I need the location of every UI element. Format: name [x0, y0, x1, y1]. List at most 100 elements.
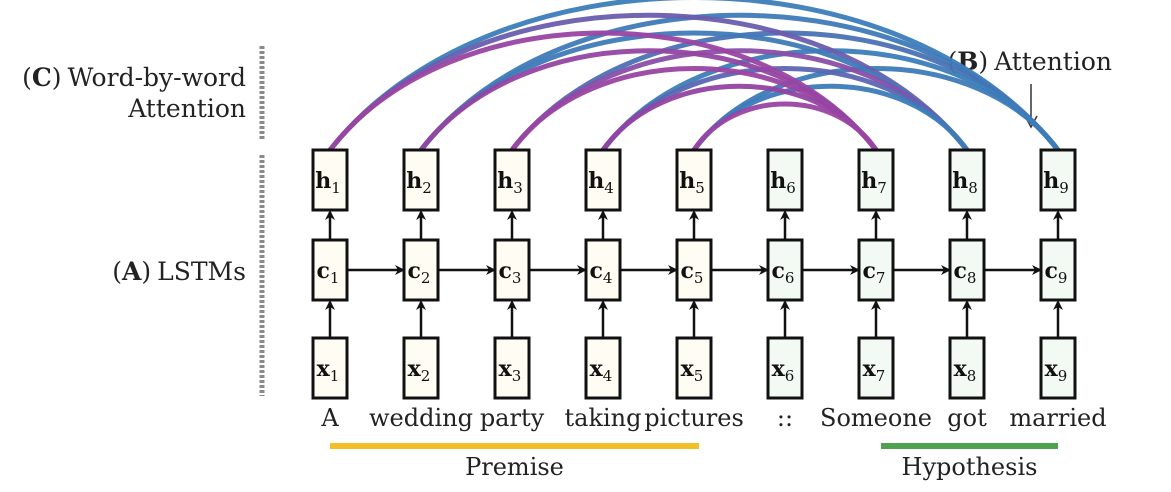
lstm-cells: h1 c1 x1 h2 c2 x2 h3 c3 x3 h4 c4 x4 h5 c5 x5 h6 c6 x6 h7 c7… [311, 148, 1077, 400]
cell-box [584, 336, 622, 400]
cell-label: c5 [681, 258, 704, 287]
cell-label: x5 [681, 356, 704, 385]
lstm-cell-h-1: h1 [311, 148, 349, 212]
cell-box [311, 148, 349, 212]
cell-box [675, 238, 713, 302]
lstm-cell-h-2: h2 [402, 148, 440, 212]
cell-box [1039, 336, 1077, 400]
word-by-word-label-line1: (C)Word-by-word [22, 63, 246, 92]
lstm-cell-x-6: x6 [766, 336, 804, 400]
cell-label: c9 [1045, 258, 1068, 287]
cell-label: h2 [406, 168, 432, 197]
cell-box [857, 238, 895, 302]
cell-label: c6 [772, 258, 795, 287]
cell-box [402, 148, 440, 212]
cell-box [311, 238, 349, 302]
lstm-cell-c-1: c1 [311, 238, 349, 302]
premise-caption: Premise [465, 453, 564, 481]
token-word: got [947, 404, 987, 432]
lstms-label: (A)LSTMs [112, 257, 246, 286]
token-word: pictures [644, 404, 744, 432]
attention-arc [691, 101, 879, 153]
lstm-cell-c-7: c7 [857, 238, 895, 302]
cell-box [766, 148, 804, 212]
cell-label: c1 [317, 258, 340, 287]
token-word: married [1009, 404, 1106, 432]
cell-label: x6 [772, 356, 795, 385]
lstm-cell-h-4: h4 [584, 148, 622, 212]
cell-label: c7 [863, 258, 886, 287]
cell-box [493, 148, 531, 212]
cell-label: x9 [1045, 356, 1068, 385]
lstm-cell-x-1: x1 [311, 336, 349, 400]
lstm-cell-x-5: x5 [675, 336, 713, 400]
cell-label: x7 [863, 356, 886, 385]
cell-label: h8 [952, 168, 978, 197]
cell-label: x1 [317, 356, 340, 385]
lstm-cell-h-6: h6 [766, 148, 804, 212]
cell-label: c2 [408, 258, 431, 287]
attention-arc [691, 83, 970, 153]
cell-box [584, 148, 622, 212]
cell-box [948, 336, 986, 400]
attention-arcs [327, 0, 1061, 153]
cell-box [1039, 238, 1077, 302]
cell-label: c8 [954, 258, 977, 287]
cell-label: x3 [499, 356, 522, 385]
cell-label: c3 [499, 258, 522, 287]
cell-box [311, 336, 349, 400]
attention-label: (B)Attention [948, 47, 1112, 76]
cell-box [948, 148, 986, 212]
lstm-cell-h-7: h7 [857, 148, 895, 212]
attention-arc [600, 83, 879, 153]
cell-label: h5 [679, 168, 705, 197]
lstm-cell-c-6: c6 [766, 238, 804, 302]
cell-box [766, 336, 804, 400]
lstm-cell-x-4: x4 [584, 336, 622, 400]
lstm-cell-x-2: x2 [402, 336, 440, 400]
token-word: wedding [369, 404, 473, 432]
lstm-cell-c-9: c9 [1039, 238, 1077, 302]
cell-box [675, 148, 713, 212]
cell-label: h4 [588, 168, 614, 197]
cell-box [402, 238, 440, 302]
word-by-word-label-line2: Attention [127, 94, 246, 123]
lstm-cell-h-5: h5 [675, 148, 713, 212]
token-word: A [320, 404, 339, 432]
hypothesis-caption: Hypothesis [902, 453, 1038, 481]
lstm-cell-c-2: c2 [402, 238, 440, 302]
lstm-cell-h-9: h9 [1039, 148, 1077, 212]
cell-box [948, 238, 986, 302]
cell-label: h7 [861, 168, 887, 197]
token-word: taking [565, 404, 642, 432]
token-word: party [480, 404, 545, 432]
lstm-cell-c-3: c3 [493, 238, 531, 302]
token-word: :: [777, 404, 793, 432]
cell-label: h6 [770, 168, 796, 197]
cell-box [857, 148, 895, 212]
cell-box [857, 336, 895, 400]
lstm-cell-h-3: h3 [493, 148, 531, 212]
lstm-cell-c-8: c8 [948, 238, 986, 302]
cell-label: h1 [315, 168, 341, 197]
lstm-cell-h-8: h8 [948, 148, 986, 212]
lstm-connections [325, 210, 1063, 338]
cell-box [402, 336, 440, 400]
lstm-cell-x-9: x9 [1039, 336, 1077, 400]
lstm-cell-x-8: x8 [948, 336, 986, 400]
lstm-cell-x-7: x7 [857, 336, 895, 400]
cell-label: c4 [590, 258, 613, 287]
lstm-cell-c-4: c4 [584, 238, 622, 302]
cell-box [584, 238, 622, 302]
cell-label: h3 [497, 168, 523, 197]
cell-label: x4 [590, 356, 613, 385]
cell-box [493, 336, 531, 400]
cell-label: x2 [408, 356, 431, 385]
cell-box [1039, 148, 1077, 212]
lstm-cell-c-5: c5 [675, 238, 713, 302]
cell-label: x8 [954, 356, 977, 385]
token-word: Someone [820, 404, 932, 432]
cell-box [493, 238, 531, 302]
